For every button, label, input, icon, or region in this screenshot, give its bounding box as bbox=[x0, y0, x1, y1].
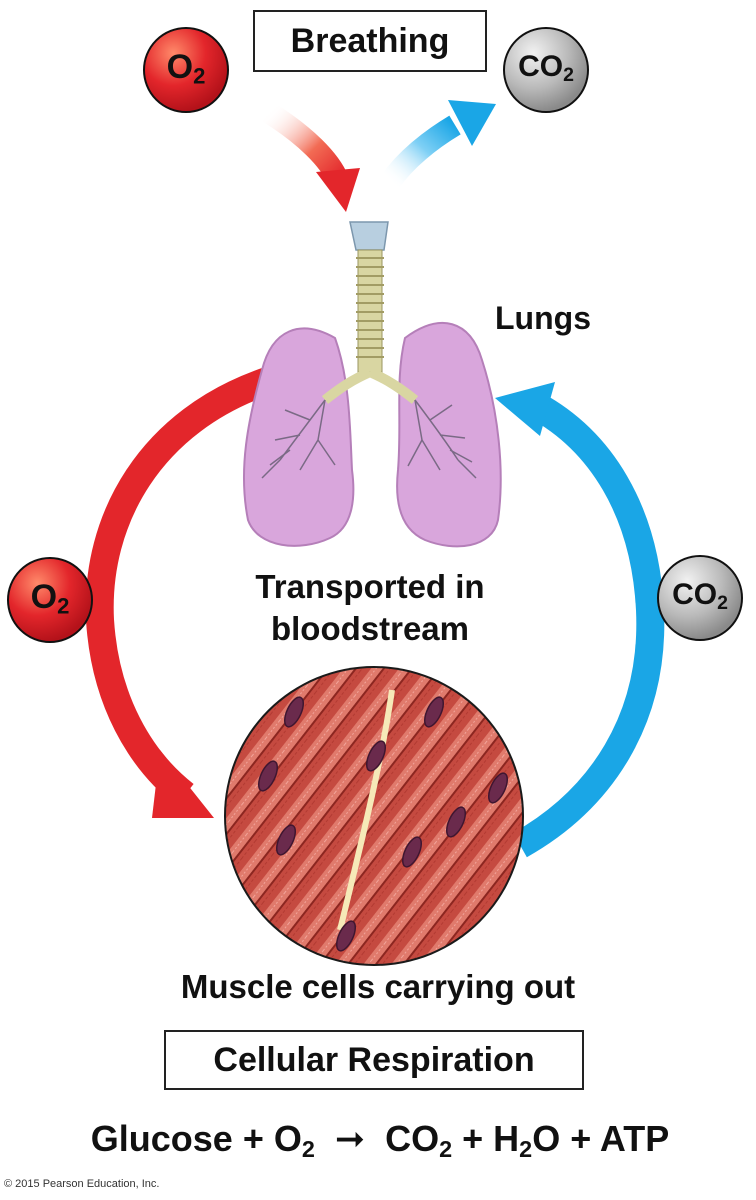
equation-plus-3: + bbox=[570, 1118, 592, 1159]
equation-glucose: Glucose bbox=[90, 1118, 233, 1159]
transported-label: Transported in bloodstream bbox=[200, 566, 540, 650]
o2-left-molecule bbox=[7, 557, 93, 643]
lungs-label: Lungs bbox=[495, 300, 591, 336]
muscle-cells-label: Muscle cells carrying out bbox=[180, 968, 576, 1005]
co2-transport-arrow bbox=[495, 382, 665, 858]
co2-right-molecule bbox=[657, 555, 743, 641]
muscle-tissue-illustration bbox=[224, 666, 524, 966]
o2-top-label: O2 bbox=[166, 48, 206, 89]
inhale-arrow bbox=[262, 102, 360, 212]
o2-top-molecule bbox=[143, 27, 229, 113]
equation-arrow: ➞ bbox=[334, 1118, 366, 1159]
transported-line-1: Transported in bbox=[255, 568, 485, 605]
equation-h2o: H2O bbox=[493, 1118, 561, 1162]
cellular-respiration-box: Cellular Respiration bbox=[164, 1030, 584, 1090]
o2-left-label: O2 bbox=[30, 578, 70, 619]
oxygen-transport-arrow bbox=[85, 366, 275, 818]
equation-o2: O2 bbox=[273, 1118, 315, 1162]
co2-right-label: CO2 bbox=[672, 578, 728, 614]
equation-plus-1: + bbox=[242, 1118, 264, 1159]
equation-co2: CO2 bbox=[385, 1118, 453, 1162]
exhale-arrow bbox=[380, 100, 496, 189]
respiration-equation: Glucose + O2 ➞ CO2 + H2O + ATP bbox=[30, 1118, 730, 1163]
breathing-title: Breathing bbox=[253, 10, 487, 72]
equation-plus-2: + bbox=[462, 1118, 484, 1159]
lungs-illustration bbox=[242, 221, 502, 548]
copyright-notice: © 2015 Pearson Education, Inc. bbox=[4, 1178, 160, 1190]
transported-line-2: bloodstream bbox=[270, 610, 470, 647]
co2-top-molecule bbox=[503, 27, 589, 113]
equation-atp: ATP bbox=[599, 1118, 670, 1159]
co2-top-label: CO2 bbox=[518, 50, 574, 86]
